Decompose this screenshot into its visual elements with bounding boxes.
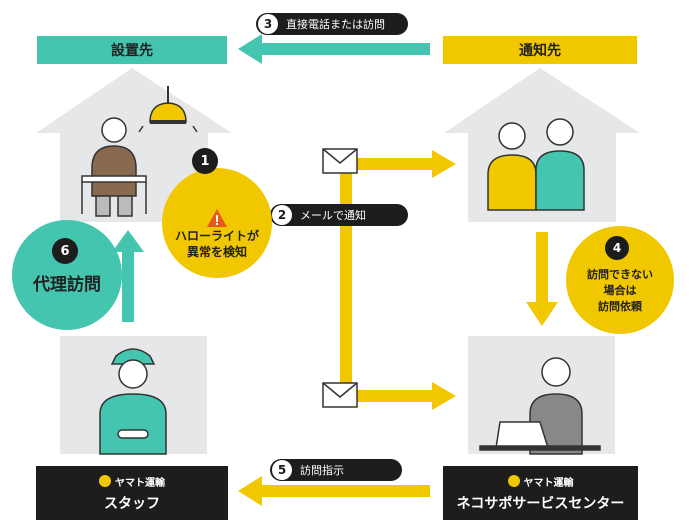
yamato-brand: ヤマト運輸 [507, 474, 574, 489]
mail-envelope-icon [322, 148, 358, 174]
call-center-operator-icon [479, 357, 601, 455]
elderly-person-icon [81, 117, 147, 217]
step-6-circle: 代理訪問 [12, 220, 122, 330]
yamato-logo-icon [507, 475, 520, 487]
step-1-line1: ハローライトが [174, 228, 259, 243]
step-4-number: 4 [605, 236, 629, 260]
yellow-arrow-2 [248, 150, 456, 410]
staff-box: ヤマト運輸 スタッフ [36, 466, 228, 520]
teal-arrow-6 [112, 230, 144, 322]
staff-brand-text: ヤマト運輸 [115, 477, 165, 489]
teal-arrow-3 [238, 34, 430, 64]
delivery-staff-icon [99, 348, 167, 455]
step-4-line1: 訪問できない [587, 268, 653, 282]
hello-light-lamp-icon [138, 86, 198, 133]
step-4-line2: 場合は [603, 284, 637, 298]
step-5-text: 訪問指示 [300, 464, 344, 477]
step-2-text: メールで通知 [300, 209, 366, 222]
service-center-box: ヤマト運輸 ネコサポサービスセンター [443, 466, 638, 520]
step-5-number: 5 [272, 460, 292, 480]
step-3-text: 直接電話または訪問 [286, 18, 385, 31]
step-1-line2: 異常を検知 [186, 245, 247, 259]
notify-target-label: 通知先 [443, 36, 637, 64]
mail-envelope-icon [322, 382, 358, 408]
step-2-pill: 2 メールで通知 [270, 204, 408, 226]
family-couple-icon [487, 118, 585, 211]
yamato-logo-icon [99, 475, 111, 487]
step-6-number: 6 [52, 238, 78, 264]
warning-icon [207, 208, 227, 227]
staff-name: スタッフ [104, 495, 160, 512]
step-4-line3: 訪問依頼 [598, 299, 642, 313]
step-5-pill: 5 訪問指示 [270, 459, 402, 481]
yellow-arrow-5 [238, 476, 430, 506]
yellow-arrow-4 [526, 232, 558, 326]
step-3-number: 3 [258, 14, 278, 34]
step-2-number: 2 [272, 205, 292, 225]
yamato-brand: ヤマト運輸 [99, 474, 165, 489]
center-name: ネコサポサービスセンター [456, 495, 625, 512]
step-1-circle: ハローライトが 異常を検知 [162, 168, 272, 278]
step-1-number: 1 [192, 148, 218, 174]
step-6-text: 代理訪問 [33, 274, 101, 295]
step-3-pill: 3 直接電話または訪問 [256, 13, 408, 35]
installation-site-label: 設置先 [37, 36, 227, 64]
center-brand-text: ヤマト運輸 [523, 477, 574, 489]
